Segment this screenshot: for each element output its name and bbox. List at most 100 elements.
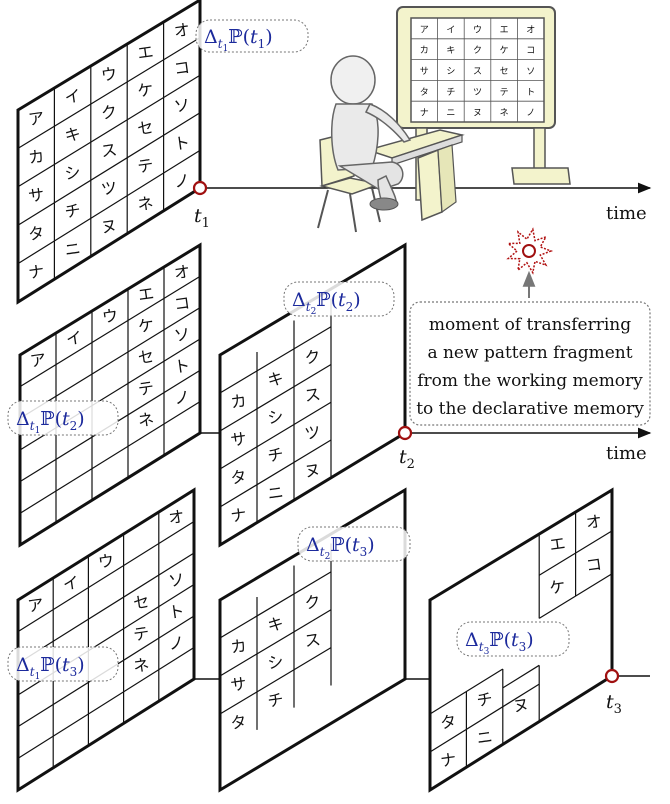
panel-t3-new-gridline — [429, 683, 540, 753]
panel-t3-first-gridline — [17, 552, 195, 664]
panel-t2-previous-gridline — [19, 307, 201, 419]
panel-t1-full-kana: テ — [136, 155, 155, 176]
transfer-note-line-3: from the working memory — [417, 371, 643, 391]
panel-t1-full-kana: ニ — [63, 239, 82, 260]
panel-t1-full-kana: ス — [100, 140, 119, 161]
panel-t3-second-frame — [218, 487, 407, 793]
panel-t1-full-kana: ア — [27, 108, 46, 129]
panel-t2-previous-kana: テ — [137, 378, 156, 399]
board-kana: コ — [526, 46, 535, 56]
board-kana: ウ — [473, 24, 482, 35]
panel-t1-full-kana: ツ — [100, 178, 119, 199]
svg-text:Δt1ℙ(t3): Δt1ℙ(t3) — [16, 654, 85, 682]
panel-t3-second-gridline — [219, 609, 332, 677]
panel-t2-new-kana: ツ — [303, 422, 322, 443]
panel-t3-first-kana: ウ — [97, 551, 116, 572]
panel-t1-full-kana: コ — [173, 57, 192, 78]
tick-t3: t3 — [606, 691, 622, 717]
svg-text:Δt3ℙ(t3): Δt3ℙ(t3) — [465, 629, 534, 657]
panel-t2-previous-kana: ソ — [173, 324, 192, 345]
panel-t3-second-kana: ス — [303, 630, 322, 651]
panel-t3-first-gridline — [17, 646, 195, 759]
panel-t3-new-kana: コ — [585, 554, 604, 575]
panel-t1-full-kana: オ — [173, 20, 192, 41]
panel-t3-new-gridline — [502, 664, 540, 689]
desk — [365, 129, 465, 222]
panel-t2-new-kana: サ — [229, 429, 248, 450]
panel-t2-new-kana: ナ — [229, 505, 248, 526]
panel-t3-first-kana: オ — [167, 507, 186, 528]
panel-t1-full-kana: ネ — [136, 193, 155, 214]
panel-t2-new-gridline — [219, 364, 332, 432]
panel-labels: Δt1ℙ(t1)Δt1ℙ(t2)Δt2ℙ(t2)Δt1ℙ(t3)Δt2ℙ(t3)… — [7, 19, 570, 682]
tick-t2: t2 — [399, 446, 415, 472]
panel-t2-previous-kana: コ — [173, 293, 192, 314]
panel-t1-full-gridline — [17, 149, 201, 265]
panel-t3-second-kana: ク — [303, 592, 322, 613]
svg-text:Δt2ℙ(t2): Δt2ℙ(t2) — [292, 289, 361, 317]
student-figure — [330, 55, 412, 211]
transfer-note-line-2: a new pattern fragment — [427, 343, 632, 363]
label-row1-main: Δt1ℙ(t1) — [195, 19, 309, 54]
panel-t2-new-kana: チ — [266, 445, 285, 466]
board-kana: キ — [446, 46, 455, 56]
board-kana: ク — [473, 45, 482, 56]
panel-t3-first-gridline — [17, 520, 195, 633]
panel-t3-second-kana: サ — [229, 674, 248, 695]
panel-t2-new-gridline — [219, 326, 332, 394]
classroom-illustration: アイウエオカキクケコサシスセソタチツテトナニヌネノ — [317, 6, 571, 233]
board-kana: カ — [420, 45, 429, 56]
panel-t3-new-gridline — [538, 530, 613, 576]
panel-t3-first-kana: テ — [132, 623, 151, 644]
board-kana: ケ — [500, 45, 509, 56]
panel-t1-full-gridline — [17, 37, 201, 149]
panel-t2-previous-kana: エ — [137, 284, 156, 305]
panel-t2-new-kana: カ — [229, 391, 248, 412]
board-kana: シ — [446, 67, 455, 77]
svg-text:Δt2ℙ(t3): Δt2ℙ(t3) — [306, 534, 375, 562]
board-kana: ソ — [526, 67, 535, 77]
panel-t1-full-gridline — [17, 112, 201, 226]
panel-t1-full-kana: キ — [63, 124, 82, 145]
panel-t2-new-kana: シ — [266, 407, 285, 428]
board-kana: ト — [526, 88, 535, 98]
panel-t2-previous-kana: ア — [29, 350, 48, 371]
panel-t3-new-kana: ヌ — [512, 695, 531, 716]
panel-t3-first-kana: セ — [132, 592, 151, 613]
panel-t2-previous-kana: セ — [137, 347, 156, 368]
marker-t3 — [604, 668, 620, 684]
time-markers: t1 t2 t3 — [192, 180, 622, 717]
panel-t1-full-kana: エ — [136, 42, 155, 63]
panel-t1-full-kana: ト — [173, 133, 192, 154]
panel-t3-second-kana: カ — [229, 636, 248, 657]
panel-t3-first-kana: ノ — [167, 633, 186, 654]
board-kana: ア — [420, 25, 429, 35]
panel-t3-second-kana: シ — [266, 652, 285, 673]
panel-t3-second-kana: チ — [266, 690, 285, 711]
panel-t2-previous-kana: ト — [173, 356, 192, 377]
board-kana: ナ — [420, 108, 429, 119]
panel-t3-first-kana: ソ — [167, 570, 186, 591]
panel-t2-new-kana: キ — [266, 369, 285, 390]
board-kana: オ — [526, 24, 535, 35]
panel-t3-new-kana: ナ — [439, 750, 458, 771]
panel-t1-full-kana: イ — [63, 86, 82, 107]
panel-t1-full-kana: ソ — [173, 95, 192, 116]
panel-t2-previous-gridline — [19, 275, 201, 388]
board-kana: ニ — [446, 109, 455, 119]
board-kana: タ — [420, 87, 429, 98]
panel-t3-new-kana: オ — [585, 511, 604, 532]
panel-t1-full-kana: ケ — [136, 80, 155, 101]
panel-t2-previous-kana: ノ — [173, 387, 192, 408]
panel-t3-new-kana: エ — [548, 534, 567, 555]
panel-t1-full-kana: サ — [27, 185, 46, 206]
panel-t3-new-kana: タ — [439, 712, 458, 733]
panel-t2-new-kana: ニ — [266, 482, 285, 503]
panel-t1-full-kana: タ — [27, 223, 46, 244]
panel-t1-full-kana: セ — [136, 118, 155, 139]
